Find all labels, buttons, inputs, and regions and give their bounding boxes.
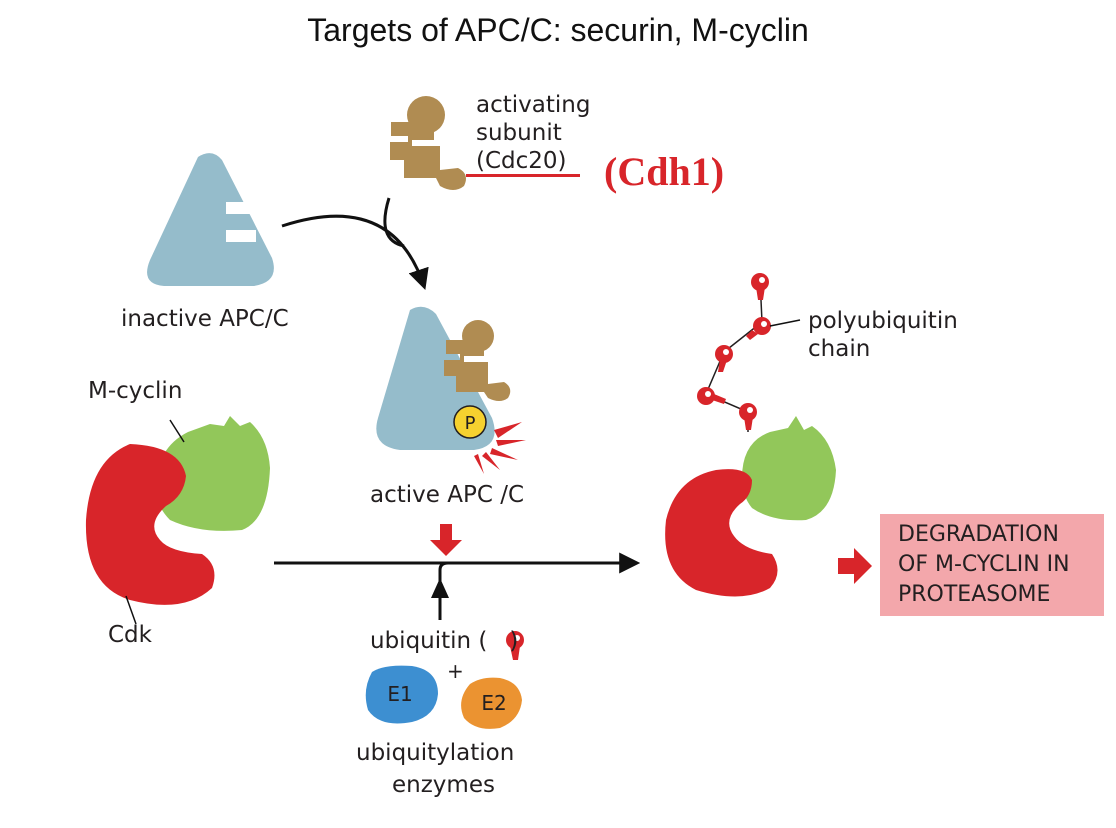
ubiquitin-input-arrowhead [431,578,449,598]
inactive-apc-label: inactive APC/C [121,306,289,332]
ubiquitin-unit-1 [751,273,769,300]
ubiquitylation-label-line2: enzymes [392,772,495,798]
polyubiquitin-label-line1: polyubiquitin [808,308,958,334]
cdk-mcyclin-complex-right [665,416,836,597]
active-apc-label: active APC /C [370,482,525,508]
inactive-apc-shape [147,153,274,286]
cdk-label: Cdk [108,622,152,648]
ubiquitin-unit-5 [739,403,757,430]
e1-enzyme [365,665,438,724]
mcyclin-leader-line [169,419,185,443]
polyubiquitin-leader-line [769,319,801,327]
polyubiquitin-chain [697,273,771,432]
activating-subunit-label-line1: activating [476,92,591,118]
ubiquitin-input-arrow [438,561,449,620]
degradation-text-line1: DEGRADATION [898,522,1059,547]
cdk-mcyclin-complex-left [85,416,270,605]
e1-label: E1 [387,682,412,706]
ubiquitin-label-suffix: ) [509,628,519,654]
activation-arrow [281,214,429,290]
ubiquitylation-label-line1: ubiquitylation [356,740,515,766]
e2-enzyme [461,677,522,729]
ubiquitin-unit-4 [697,387,726,405]
cdk-leader-line [125,595,137,625]
cdc20-label: (Cdc20) [476,148,567,174]
figure-title: Targets of APC/C: securin, M-cyclin [307,12,809,48]
plus-sign: + [447,659,464,683]
ubiquitin-label: ubiquitin () [370,628,518,654]
ubiquitin-unit-3 [715,345,733,372]
phosphate-label: P [465,413,476,434]
degradation-text-line2: OF M-CYCLIN IN [898,552,1070,577]
polyubiquitin-label-line2: chain [808,336,871,362]
cdh1-label: (Cdh1) [604,149,725,194]
ubiquitin-label-prefix: ubiquitin ( [370,628,488,654]
activity-burst [474,422,526,474]
activating-subunit-shape [390,96,466,190]
active-apc-down-arrow [430,524,462,556]
degradation-box: DEGRADATION OF M-CYCLIN IN PROTEASOME [880,514,1104,616]
e2-label: E2 [481,691,506,715]
subunit-join-line [383,197,405,248]
activating-subunit-label-line2: subunit [476,120,562,146]
ubiquitin-icon [506,631,524,660]
degradation-text-line3: PROTEASOME [898,582,1051,607]
cdc20-strikethrough [466,174,580,177]
phosphate-circle [453,405,487,439]
degradation-arrow [838,548,872,584]
active-apc-shape [376,306,511,450]
ubiquitin-unit-2 [746,317,771,340]
m-cyclin-label: M-cyclin [88,378,183,404]
